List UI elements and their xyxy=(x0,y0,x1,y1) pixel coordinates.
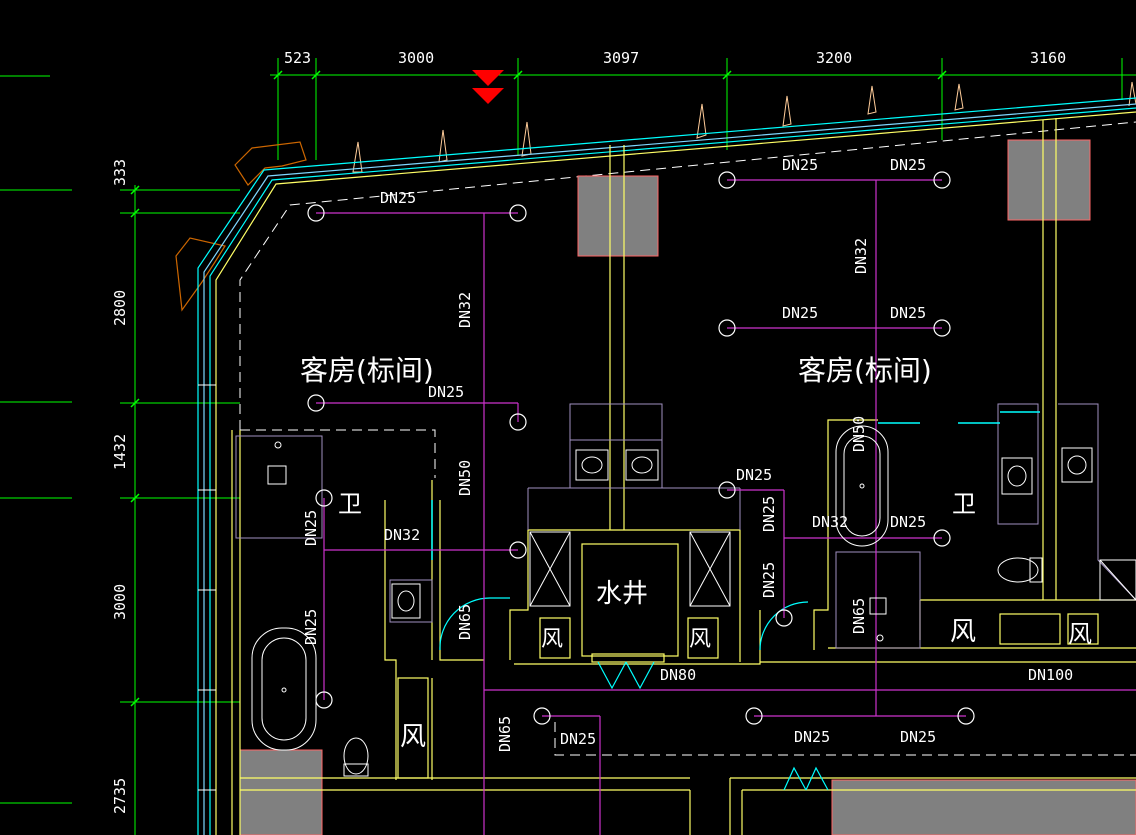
room-label-bath-1: 卫 xyxy=(338,490,362,518)
pipe-label: DN25 xyxy=(428,383,464,401)
walls xyxy=(231,118,1136,835)
room-label-air-shaft-1: 风 xyxy=(541,627,563,652)
pipe-label: DN25 xyxy=(890,304,926,322)
left-dimension-texts: 333 2800 1432 3000 2735 xyxy=(111,159,129,814)
pipe-label: DN50 xyxy=(456,460,474,496)
dim-top-4: 3200 xyxy=(816,49,852,67)
pipe-network xyxy=(316,179,1136,835)
duct-boxes xyxy=(529,531,1136,607)
sprinkler-head-icon xyxy=(957,707,975,725)
section-marker-icon xyxy=(472,70,504,104)
pipe-label: DN100 xyxy=(1028,666,1073,684)
dim-left-4: 3000 xyxy=(111,584,129,620)
pipe-label: DN25 xyxy=(736,466,772,484)
bathtub-icon xyxy=(251,425,889,751)
windows xyxy=(431,411,1040,560)
sprinkler-head-icon xyxy=(307,204,325,222)
curtain-wall xyxy=(197,97,1136,835)
pipe-label: DN25 xyxy=(560,730,596,748)
pipe-label: DN25 xyxy=(760,496,778,532)
sprinkler-head-icon xyxy=(533,707,551,725)
column-2 xyxy=(1007,139,1091,221)
dim-top-5: 3160 xyxy=(1030,49,1066,67)
dim-top-1: 523 xyxy=(284,49,311,67)
room-label-air-shaft-5: 风 xyxy=(1068,620,1092,648)
wall-hatch xyxy=(198,384,216,791)
pipe-label: DN32 xyxy=(852,238,870,274)
pipe-label: DN25 xyxy=(900,728,936,746)
column-4 xyxy=(831,779,1136,835)
facade-corner xyxy=(175,141,307,312)
room-label-guest-1: 客房(标间) xyxy=(300,354,434,387)
washbasin-icon xyxy=(391,447,1093,619)
sprinkler-heads xyxy=(307,171,975,725)
pipe-label: DN25 xyxy=(302,609,320,645)
pipe-label: DN32 xyxy=(812,513,848,531)
dim-left-3: 1432 xyxy=(111,434,129,470)
pipe-label: DN25 xyxy=(794,728,830,746)
sprinkler-head-icon xyxy=(933,171,951,189)
pipe-labels: DN25 DN25 DN25 DN25 DN25 DN25 DN25 DN25 … xyxy=(302,156,1073,752)
dimension-ticks xyxy=(130,70,947,707)
pipe-label: DN25 xyxy=(380,189,416,207)
sprinkler-head-icon xyxy=(315,489,333,507)
pipe-label: DN25 xyxy=(782,156,818,174)
sprinkler-head-icon xyxy=(718,481,736,499)
pipe-label: DN65 xyxy=(850,598,868,634)
room-labels: 客房(标间) 客房(标间) 卫 卫 水井 风 风 风 风 风 xyxy=(300,354,1092,752)
top-dimension-texts: 523 3000 3097 3200 3160 xyxy=(284,49,1066,67)
sprinkler-head-icon xyxy=(509,413,527,431)
sprinkler-head-icon xyxy=(933,319,951,337)
room-label-air-shaft-3: 风 xyxy=(400,722,426,752)
room-label-water-shaft: 水井 xyxy=(596,579,648,609)
pipe-label: DN25 xyxy=(890,156,926,174)
structural-columns xyxy=(239,139,1136,835)
dim-left-2: 2800 xyxy=(111,290,129,326)
pipe-label: DN50 xyxy=(850,416,868,452)
sprinkler-head-icon xyxy=(775,609,793,627)
door-swing-icon xyxy=(439,597,829,791)
pipe-label: DN80 xyxy=(660,666,696,684)
pipe-label: DN25 xyxy=(890,513,926,531)
dim-top-2: 3000 xyxy=(398,49,434,67)
pipe-label: DN65 xyxy=(496,716,514,752)
sprinkler-head-icon xyxy=(718,319,736,337)
column-1 xyxy=(577,175,659,257)
sprinkler-head-icon xyxy=(509,541,527,559)
ceiling-outline xyxy=(239,121,1136,756)
sprinkler-head-icon xyxy=(745,707,763,725)
pipe-label: DN32 xyxy=(456,292,474,328)
room-label-bath-2: 卫 xyxy=(952,490,976,518)
room-label-air-shaft-2: 风 xyxy=(689,627,711,652)
sprinkler-head-icon xyxy=(718,171,736,189)
column-3 xyxy=(239,749,323,835)
pipe-label: DN32 xyxy=(384,526,420,544)
dim-left-5: 2735 xyxy=(111,778,129,814)
sprinkler-head-icon xyxy=(307,394,325,412)
room-label-air-shaft-4: 风 xyxy=(950,617,976,647)
floor-drain-icon xyxy=(267,441,887,642)
sprinkler-head-icon xyxy=(509,204,527,222)
dim-top-3: 3097 xyxy=(603,49,639,67)
room-label-guest-2: 客房(标间) xyxy=(798,354,932,387)
sprinkler-head-icon xyxy=(933,529,951,547)
pipe-label: DN65 xyxy=(456,604,474,640)
dim-left-1: 333 xyxy=(111,159,129,186)
pipe-label: DN25 xyxy=(782,304,818,322)
toilet-icon xyxy=(343,557,1043,777)
pipe-label: DN25 xyxy=(760,562,778,598)
dimension-lines xyxy=(0,58,1136,835)
pipe-label: DN25 xyxy=(302,510,320,546)
vanity-counters xyxy=(235,403,1136,649)
